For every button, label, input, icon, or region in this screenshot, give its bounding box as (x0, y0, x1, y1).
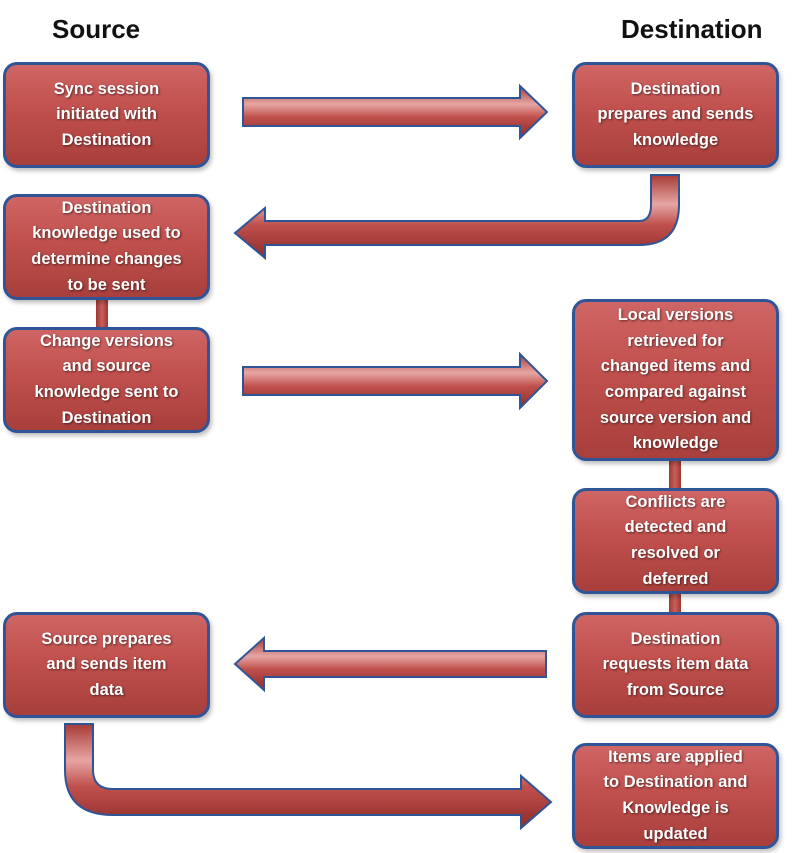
step-destination-requests: Destination requests item data from Sour… (572, 612, 779, 718)
step-destination-requests-text: Destination requests item data from Sour… (602, 629, 749, 699)
step-destination-knowledge-used: Destination knowledge used to determine … (3, 194, 210, 300)
step-sync-session: Sync session initiated with Destination (3, 62, 210, 168)
step-change-versions-text: Change versions and source knowledge sen… (34, 331, 179, 427)
arrow-changes-to-destination (242, 351, 549, 411)
destination-heading: Destination (621, 14, 763, 44)
arrow-request-to-source (233, 635, 547, 693)
step-items-applied: Items are applied to Destination and Kno… (572, 743, 779, 849)
arrow-knowledge-to-source (233, 174, 680, 261)
connector-right-2 (669, 590, 681, 616)
step-local-versions-text: Local versions retrieved for changed ite… (599, 306, 752, 453)
connector-left (96, 298, 108, 332)
step-sync-session-text: Sync session initiated with Destination (53, 79, 160, 149)
step-destination-prepares: Destination prepares and sends knowledge (572, 62, 779, 168)
step-destination-prepares-text: Destination prepares and sends knowledge (597, 79, 754, 149)
arrow-sync-to-destination (242, 83, 549, 141)
step-destination-knowledge-used-text: Destination knowledge used to determine … (31, 198, 182, 294)
source-heading: Source (52, 14, 141, 44)
arrow-items-to-destination (64, 723, 553, 831)
step-source-prepares-text: Source prepares and sends item data (41, 629, 172, 699)
step-local-versions: Local versions retrieved for changed ite… (572, 299, 779, 461)
step-source-prepares: Source prepares and sends item data (3, 612, 210, 718)
connector-right-1 (669, 458, 681, 492)
step-conflicts-text: Conflicts are detected and resolved or d… (624, 492, 727, 588)
step-change-versions: Change versions and source knowledge sen… (3, 327, 210, 433)
step-items-applied-text: Items are applied to Destination and Kno… (603, 747, 748, 843)
step-conflicts: Conflicts are detected and resolved or d… (572, 488, 779, 594)
